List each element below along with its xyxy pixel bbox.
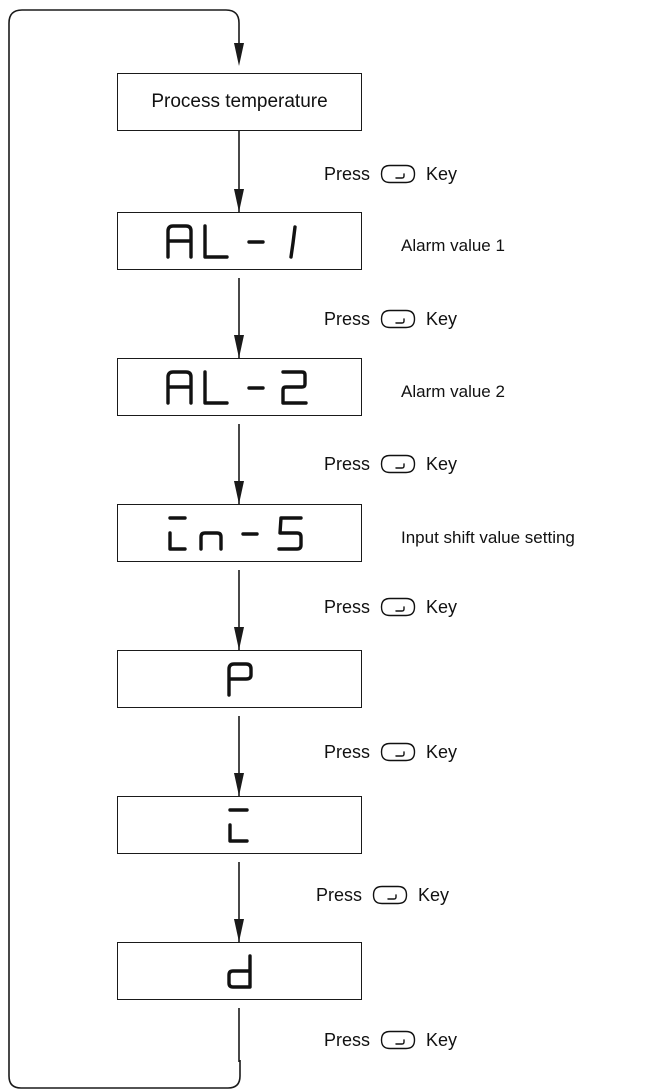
press-key-row-3: Press Key (324, 452, 457, 476)
seven-segment-p (226, 662, 253, 697)
key-label: Key (426, 453, 458, 474)
press-key-row-4: Press Key (324, 595, 457, 619)
key-label: Key (426, 308, 458, 329)
display-al-1 (165, 223, 315, 259)
mode-key-icon (380, 454, 416, 474)
arrowhead-3 (234, 481, 244, 504)
arrowhead-4 (234, 627, 244, 650)
press-label: Press (324, 163, 371, 184)
arrowhead-6 (234, 919, 244, 942)
display-p (225, 661, 255, 697)
step-box-i (117, 796, 362, 854)
step-box-in-s (117, 504, 362, 562)
press-key-row-1: Press Key (324, 162, 457, 186)
process-temperature-box: Process temperature (117, 73, 362, 131)
press-key-row-2: Press Key (324, 307, 457, 331)
press-key-row-6: Press Key (316, 883, 449, 907)
press-label: Press (324, 741, 371, 762)
arrowhead-2 (234, 335, 244, 358)
seven-segment-in-s (167, 516, 303, 551)
mode-key-icon (380, 1030, 416, 1050)
press-label: Press (324, 1029, 371, 1050)
step-box-al-2 (117, 358, 362, 416)
seven-segment-al-2 (165, 370, 308, 405)
step-box-d (117, 942, 362, 1000)
step-description-3: Input shift value setting (401, 528, 575, 547)
key-label: Key (426, 1029, 458, 1050)
key-label: Key (426, 741, 458, 762)
arrowhead-1 (234, 189, 244, 212)
display-i (225, 807, 255, 843)
press-key-row-5: Press Key (324, 740, 457, 764)
display-al-2 (165, 369, 315, 405)
seven-segment-al-1 (165, 224, 297, 259)
press-label: Press (324, 453, 371, 474)
seven-segment-i (227, 808, 249, 843)
key-label: Key (418, 884, 450, 905)
display-d (225, 953, 255, 989)
press-label: Press (316, 884, 363, 905)
step-box-al-1 (117, 212, 362, 270)
mode-key-icon (372, 885, 408, 905)
step-box-p (117, 650, 362, 708)
press-key-row-7: Press Key (324, 1028, 457, 1052)
flow-arrowheads (234, 189, 244, 942)
return-loop-line (8, 9, 241, 1089)
press-label: Press (324, 308, 371, 329)
key-label: Key (426, 163, 458, 184)
step-description-2: Alarm value 2 (401, 382, 505, 401)
press-label: Press (324, 596, 371, 617)
mode-key-icon (380, 742, 416, 762)
key-label: Key (426, 596, 458, 617)
mode-key-icon (380, 164, 416, 184)
process-temperature-label: Process temperature (151, 91, 328, 112)
seven-segment-d (226, 954, 252, 989)
mode-key-icon (380, 597, 416, 617)
arrowhead-5 (234, 773, 244, 796)
mode-key-icon (380, 309, 416, 329)
step-description-1: Alarm value 1 (401, 236, 505, 255)
arrow-to-start (234, 43, 244, 66)
display-in-s (165, 515, 315, 551)
